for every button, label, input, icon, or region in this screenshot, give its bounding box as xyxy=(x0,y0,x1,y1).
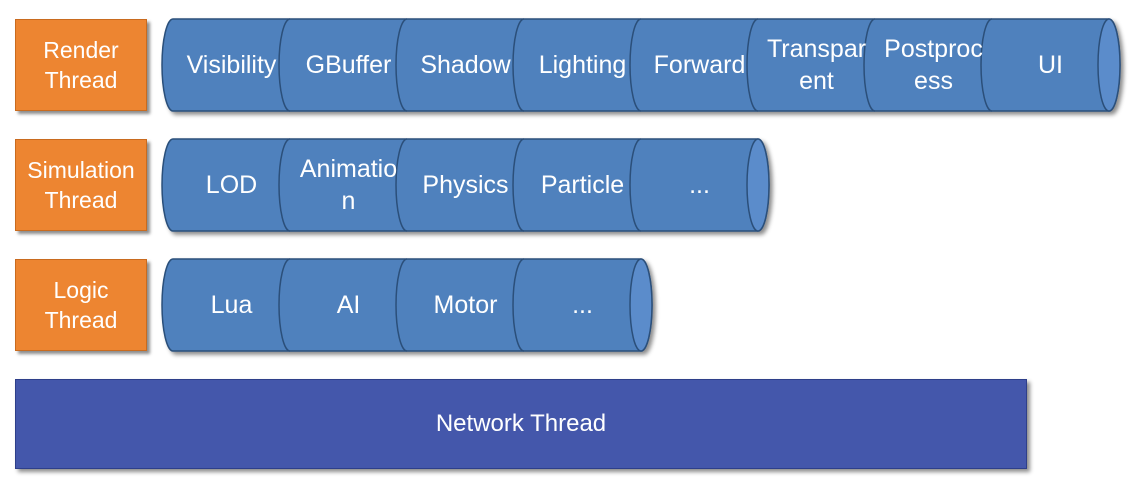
segment-divider xyxy=(395,258,408,352)
segment-divider xyxy=(278,138,291,232)
segment-divider xyxy=(395,138,408,232)
pipeline-segment-label: Shadow xyxy=(420,51,511,79)
segment-divider xyxy=(746,18,759,112)
pipeline-segment-label: Lua xyxy=(210,291,253,319)
thread-label: Simulation Thread xyxy=(15,139,147,231)
cylinder-end-cap xyxy=(629,258,653,352)
pipeline-segment-label: LOD xyxy=(205,171,258,199)
segment-divider xyxy=(512,258,525,352)
segment-divider xyxy=(863,18,876,112)
thread-label: Render Thread xyxy=(15,19,147,111)
segment-divider xyxy=(278,258,291,352)
pipeline-segment-label: Particle xyxy=(540,171,625,199)
pipeline-segment-label: Visibility xyxy=(186,51,277,79)
pipeline-segment-label: ... xyxy=(689,171,710,199)
network-thread-bar: Network Thread xyxy=(15,379,1027,469)
cylinder-end-cap xyxy=(1097,18,1121,112)
segment-divider xyxy=(512,18,525,112)
pipeline-segment-label: Forward xyxy=(653,51,746,79)
pipeline-segment-label: UI xyxy=(1038,51,1063,79)
segment-divider xyxy=(512,138,525,232)
pipeline-segment-label: AI xyxy=(336,291,361,319)
segment-divider xyxy=(629,18,642,112)
segment-divider xyxy=(980,18,993,112)
pipeline-segment-label: ... xyxy=(572,291,593,319)
cylinder-end-cap xyxy=(746,138,770,232)
pipeline-segment-label: Physics xyxy=(422,171,509,199)
thread-label: Logic Thread xyxy=(15,259,147,351)
pipeline-segment-label: Animation xyxy=(299,155,398,215)
segment-divider xyxy=(278,18,291,112)
pipeline-segment-label: Motor xyxy=(433,291,498,319)
segment-divider xyxy=(629,138,642,232)
pipeline-segment-label: Transparent xyxy=(766,35,867,95)
segment-divider xyxy=(395,18,408,112)
pipeline-segment-label: GBuffer xyxy=(305,51,392,79)
pipeline-segment-label: Postprocess xyxy=(884,35,983,95)
network-thread-label: Network Thread xyxy=(435,410,607,437)
pipeline-segment-label: Lighting xyxy=(538,51,627,79)
